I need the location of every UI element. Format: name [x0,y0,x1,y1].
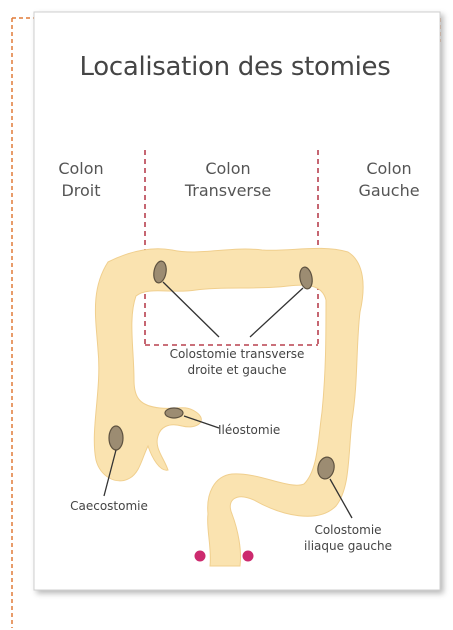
callout-caecostomie: Caecostomie [54,498,164,514]
section-label-line2: Transverse [178,180,278,202]
callout-colostomie-iliaque: Colostomie iliaque gauche [288,522,408,554]
callout-colostomie-transverse: Colostomie transverse droite et gauche [152,346,322,378]
callout-text: Caecostomie [54,498,164,514]
callout-text: Iléostomie [218,422,280,438]
section-label-line2: Gauche [339,180,439,202]
section-label-colon-transverse: Colon Transverse [178,158,278,202]
section-label-line1: Colon [339,158,439,180]
callout-line2: droite et gauche [152,362,322,378]
section-label-line1: Colon [31,158,131,180]
stoma-ileostomy [165,408,183,418]
anus-dot-right [243,551,254,562]
callout-line2: iliaque gauche [288,538,408,554]
stoma-caecostomy [109,426,123,450]
anus-dot-left [195,551,206,562]
section-label-colon-droit: Colon Droit [31,158,131,202]
section-label-colon-gauche: Colon Gauche [339,158,439,202]
callout-ileostomie: Iléostomie [218,422,280,438]
section-label-line1: Colon [178,158,278,180]
callout-line1: Colostomie [288,522,408,538]
diagram-title: Localisation des stomies [40,52,430,82]
callout-line1: Colostomie transverse [152,346,322,362]
section-label-line2: Droit [31,180,131,202]
